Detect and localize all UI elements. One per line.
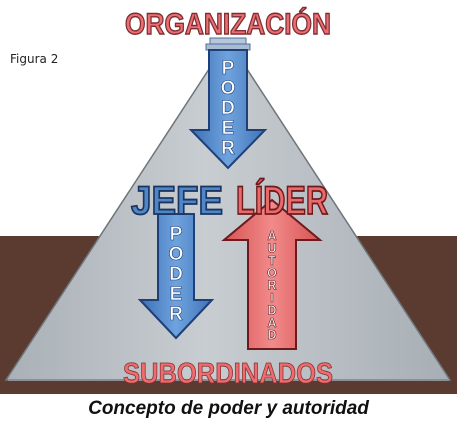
authority-letter-3: O [267, 266, 277, 280]
authority-letter-7: A [267, 316, 276, 330]
authority-letter-6: D [267, 303, 276, 317]
power-left-letter-3: E [170, 284, 183, 305]
power-top-letter-4: R [221, 138, 235, 159]
authority-letter-5: I [270, 291, 273, 305]
power-top-letter-1: O [221, 78, 236, 99]
power-left-letter-2: D [169, 264, 183, 285]
power-arrow-top [188, 49, 268, 170]
authority-letter-1: U [267, 241, 276, 255]
diagram-caption: Concepto de poder y autoridad [88, 398, 369, 419]
power-top-letter-0: P [222, 58, 235, 79]
power-top-letter-3: E [222, 118, 235, 139]
boss-label: JEFE [131, 179, 223, 223]
power-left-letter-4: R [169, 304, 183, 325]
authority-letter-0: A [267, 229, 276, 243]
figure-label: Figura 2 [10, 52, 59, 66]
subordinates-label: SUBORDINADOS [123, 358, 333, 390]
leader-label: LÍDER [236, 178, 328, 223]
power-arrow-left [137, 213, 215, 340]
authority-arrow-right [221, 198, 323, 350]
power-left-letter-1: O [169, 244, 184, 265]
authority-letter-8: D [267, 328, 276, 342]
authority-letter-4: R [267, 279, 276, 293]
power-top-letter-2: D [221, 98, 235, 119]
power-left-letter-0: P [170, 224, 183, 245]
organization-label: ORGANIZACIÓN [125, 7, 331, 41]
authority-letter-2: T [268, 254, 276, 268]
